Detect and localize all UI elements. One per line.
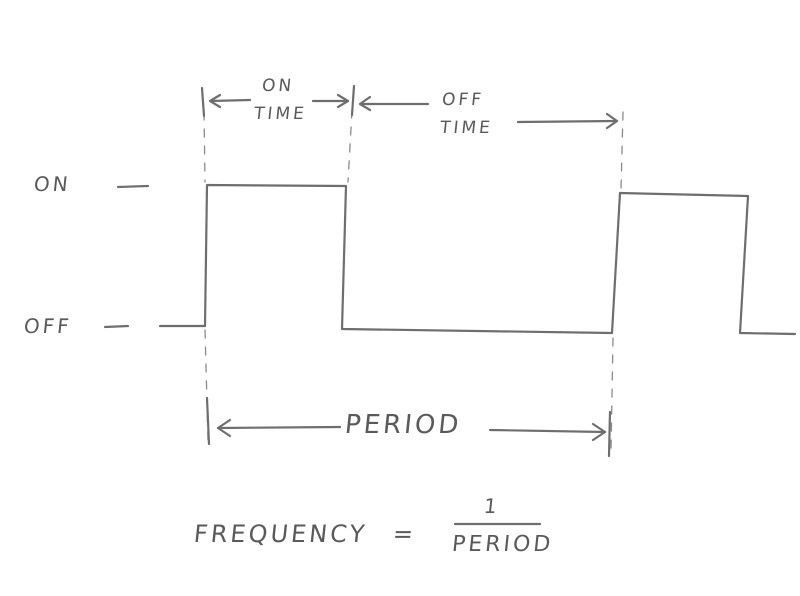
on-time-end-mark — [350, 84, 356, 117]
guide-line-off-end-top — [620, 111, 624, 191]
guide-line-off-end-bottom — [610, 337, 614, 453]
off-time-label-line1: OFF — [440, 90, 485, 110]
period-arrow-left — [216, 425, 342, 430]
on-time-label-line1: ON — [260, 76, 296, 96]
on-time-label-line2: TIME — [252, 104, 308, 124]
period-label: PERIOD — [343, 410, 463, 440]
on-time-arrowhead-left — [208, 93, 222, 109]
on-level-tick — [116, 184, 150, 189]
period-arrowhead-right — [591, 422, 607, 442]
square-waveform — [158, 183, 797, 336]
period-arrow-right — [488, 428, 607, 434]
off-level-tick — [103, 324, 130, 329]
off-time-label-line2: TIME — [438, 118, 494, 138]
off-time-arrowhead-left — [358, 95, 372, 112]
equals-sign: = — [391, 520, 418, 548]
period-arrowhead-left — [216, 418, 232, 438]
off-time-arrowhead-right — [605, 112, 619, 130]
on-time-arrowhead-right — [336, 93, 350, 109]
guide-line-on-start-top — [203, 111, 206, 183]
guide-line-on-end — [347, 109, 353, 183]
off-time-arrow-right — [516, 119, 619, 124]
fraction-denominator: PERIOD — [450, 532, 555, 557]
period-start-mark — [205, 396, 211, 446]
fraction-numerator: 1 — [482, 494, 501, 518]
frequency-label: FREQUENCY — [192, 520, 369, 548]
on-level-label: ON — [32, 172, 72, 196]
period-end-mark — [607, 410, 612, 458]
on-time-start-mark — [200, 86, 206, 118]
on-time-arrow-left — [208, 98, 252, 103]
off-level-label: OFF — [22, 314, 74, 338]
